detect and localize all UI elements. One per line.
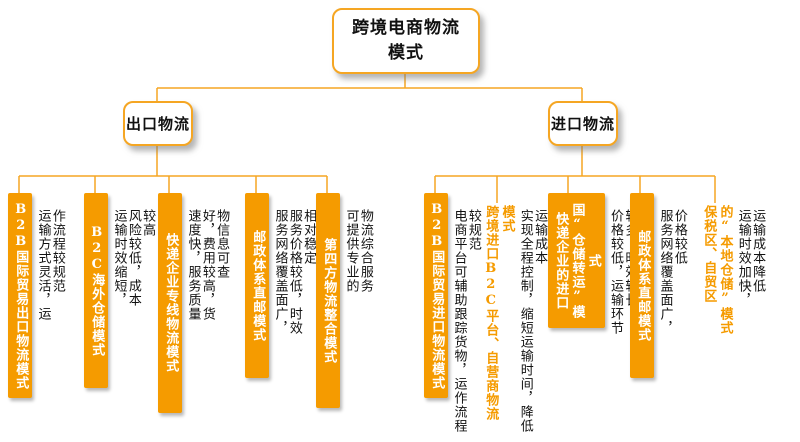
mode-group-export-postal: 邮政体系直邮模式 服务网络覆盖面广，服务价格较低，时效相对稳定 xyxy=(245,193,317,378)
mode-title-bar: 快递企业专线物流模式 xyxy=(158,193,183,413)
mode-title-bar: B2B国际贸易进口物流模式 xyxy=(424,193,449,398)
mode-title-bar: B2B国际贸易出口物流模式 xyxy=(8,193,33,398)
mode-group-export-b2c-warehouse: B2C海外仓储模式 运输时效缩短，风险较低，成本较高 xyxy=(84,193,156,388)
mode-desc: 服务网络覆盖面广，服务价格较低，时效相对稳定 xyxy=(272,209,317,335)
mode-group-import-express-transit: 快递企业的进口国“仓储转运”模式 价格较低，运输环节较多，时效较长 xyxy=(548,193,637,339)
branch-node-export: 出口物流 xyxy=(118,96,193,146)
mode-title-bar: 邮政体系直邮模式 xyxy=(245,193,270,378)
mode-desc: 实现全程控制，缩短运输时间，降低运输成本 xyxy=(517,209,548,433)
mode-group-import-bonded-zone: 保税区、自贸区的“本地仓储”模式 运输时效加快，运输成本降低 xyxy=(700,193,766,345)
branch-label-export: 出口物流 xyxy=(125,115,190,133)
branch-label-import: 进口物流 xyxy=(550,115,615,133)
branch-node-import: 进口物流 xyxy=(543,96,618,146)
mode-title-bar: B2C海外仓储模式 xyxy=(84,193,109,388)
mode-title-bar: 快递企业的进口国“仓储转运”模式 xyxy=(548,193,605,328)
mode-desc: 速度快，服务质量好，费用较高，货物信息可查 xyxy=(185,209,230,321)
root-title: 跨境电商物流模式 xyxy=(352,18,460,63)
mode-desc: 运输时效缩短，风险较低，成本较高 xyxy=(111,209,156,307)
mode-desc: 运输时效加快，运输成本降低 xyxy=(735,209,766,307)
mode-desc: 运输方式灵活，运作流程较规范 xyxy=(35,209,65,321)
mode-group-import-b2b: B2B国际贸易进口物流模式 电商平台可辅助跟踪货物，运作流程较规范 xyxy=(424,193,481,439)
mode-desc: 可提供专业的物流综合服务 xyxy=(343,209,373,293)
mode-group-export-b2b: B2B国际贸易出口物流模式 运输方式灵活，运作流程较规范 xyxy=(8,193,65,398)
mode-title-text: 保税区、自贸区的“本地仓储”模式 xyxy=(701,205,733,335)
mode-group-import-b2c-platform: 跨境进口B2C平台、自营商物流模式 实现全程控制，缩短运输时间，降低运输成本 xyxy=(482,193,548,439)
mode-group-export-4pl: 第四方物流整合模式 可提供专业的物流综合服务 xyxy=(316,193,373,408)
mode-title-text: 跨境进口B2C平台、自营商物流模式 xyxy=(483,205,515,421)
mode-desc: 服务网络覆盖面广，价格较低 xyxy=(657,209,687,335)
connector-path xyxy=(18,72,716,203)
mode-group-export-express-line: 快递企业专线物流模式 速度快，服务质量好，费用较高，货物信息可查 xyxy=(158,193,230,413)
mode-group-import-postal: 邮政体系直邮模式 服务网络覆盖面广，价格较低 xyxy=(630,193,687,378)
mode-desc: 电商平台可辅助跟踪货物，运作流程较规范 xyxy=(451,209,481,433)
root-node: 跨境电商物流模式 xyxy=(327,3,480,74)
mode-title-bar: 邮政体系直邮模式 xyxy=(630,193,655,378)
mode-title-bar: 第四方物流整合模式 xyxy=(316,193,341,408)
